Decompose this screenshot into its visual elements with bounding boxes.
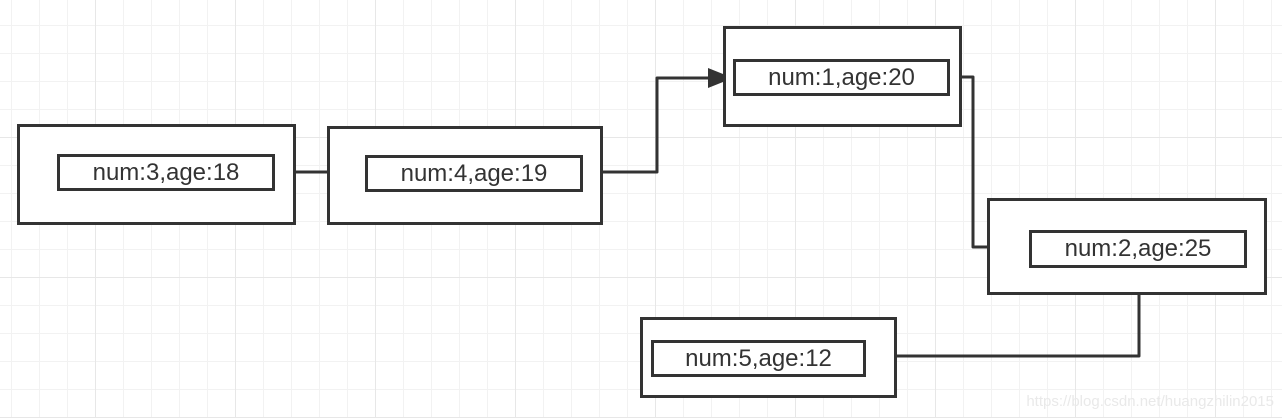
- node-num1-value-box[interactable]: num:1,age:20: [733, 59, 950, 96]
- node-num3[interactable]: num:3,age:18: [17, 124, 296, 225]
- node-num2-label: num:2,age:25: [1064, 235, 1212, 262]
- node-num4-value-box[interactable]: num:4,age:19: [365, 155, 583, 192]
- node-num3-value-box[interactable]: num:3,age:18: [57, 154, 275, 191]
- node-num2[interactable]: num:2,age:25: [987, 198, 1267, 295]
- node-num3-label: num:3,age:18: [92, 158, 240, 186]
- node-num2-value-box[interactable]: num:2,age:25: [1029, 230, 1247, 268]
- node-num4[interactable]: num:4,age:19: [327, 126, 603, 225]
- connector-num4-to-num1[interactable]: [583, 68, 733, 174]
- node-num5-value-box[interactable]: num:5,age:12: [651, 340, 866, 377]
- watermark: https://blog.csdn.net/huangzhilin2015: [1026, 393, 1274, 410]
- node-num5-label: num:5,age:12: [685, 344, 832, 372]
- node-num1-label: num:1,age:20: [768, 63, 915, 91]
- connector-num2-to-num5[interactable]: [866, 266, 1141, 366]
- node-num1[interactable]: num:1,age:20: [723, 26, 962, 127]
- node-num5[interactable]: num:5,age:12: [640, 317, 897, 398]
- node-num4-label: num:4,age:19: [400, 159, 548, 187]
